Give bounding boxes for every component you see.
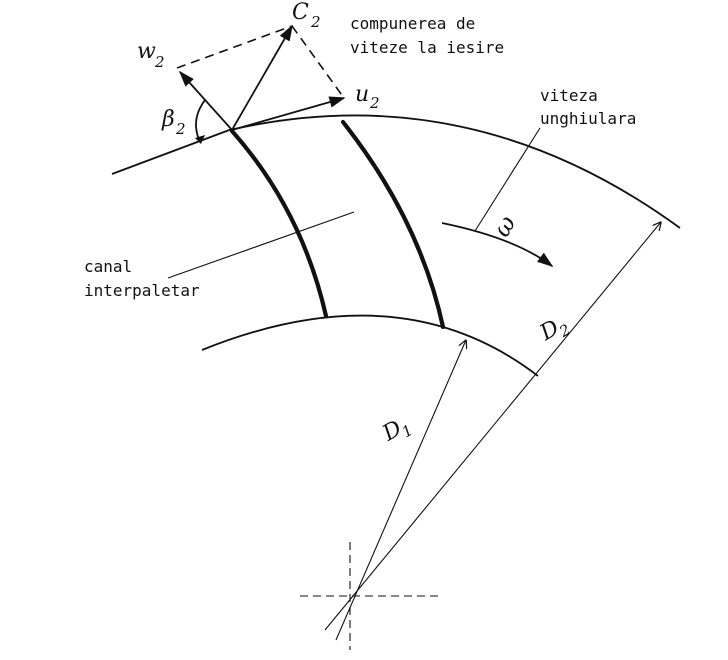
channel-label-line1: canal (84, 257, 132, 276)
w2-vector (178, 70, 233, 131)
channel-label-line2: interpaletar (84, 281, 200, 300)
blade-1 (229, 128, 329, 319)
d2-radius-line (324, 222, 661, 631)
angular-speed-label-line2: unghiulara (540, 109, 636, 128)
omega-arrow (441, 222, 554, 267)
outer-arc (229, 114, 681, 229)
channel-leader-line (167, 211, 355, 279)
exit-tangent-line (111, 128, 233, 175)
blade-2 (340, 119, 446, 330)
velocity-parallelogram-top (176, 25, 293, 69)
c2-vector (231, 24, 293, 131)
u2-symbol: u (355, 82, 369, 107)
angular-speed-label-line1: viteza (540, 86, 598, 105)
angular-speed-leader-line (474, 127, 541, 232)
c2-symbol: C (292, 0, 309, 25)
w2-symbol: w (137, 39, 156, 64)
d1-radius-line (335, 340, 466, 641)
velocity-parallelogram-right (291, 25, 345, 99)
beta2-subscript: 2 (175, 120, 186, 138)
u2-subscript: 2 (369, 94, 380, 112)
velocity-composition-label-line2: viteze la iesire (350, 38, 504, 57)
u2-vector (231, 96, 346, 131)
inner-arc (201, 314, 539, 377)
c2-subscript: 2 (310, 13, 321, 31)
w2-subscript: 2 (154, 53, 165, 71)
beta2-symbol: β (161, 107, 175, 132)
beta2-angle-arrow (195, 135, 205, 144)
velocity-composition-label-line1: compunerea de (350, 14, 475, 33)
